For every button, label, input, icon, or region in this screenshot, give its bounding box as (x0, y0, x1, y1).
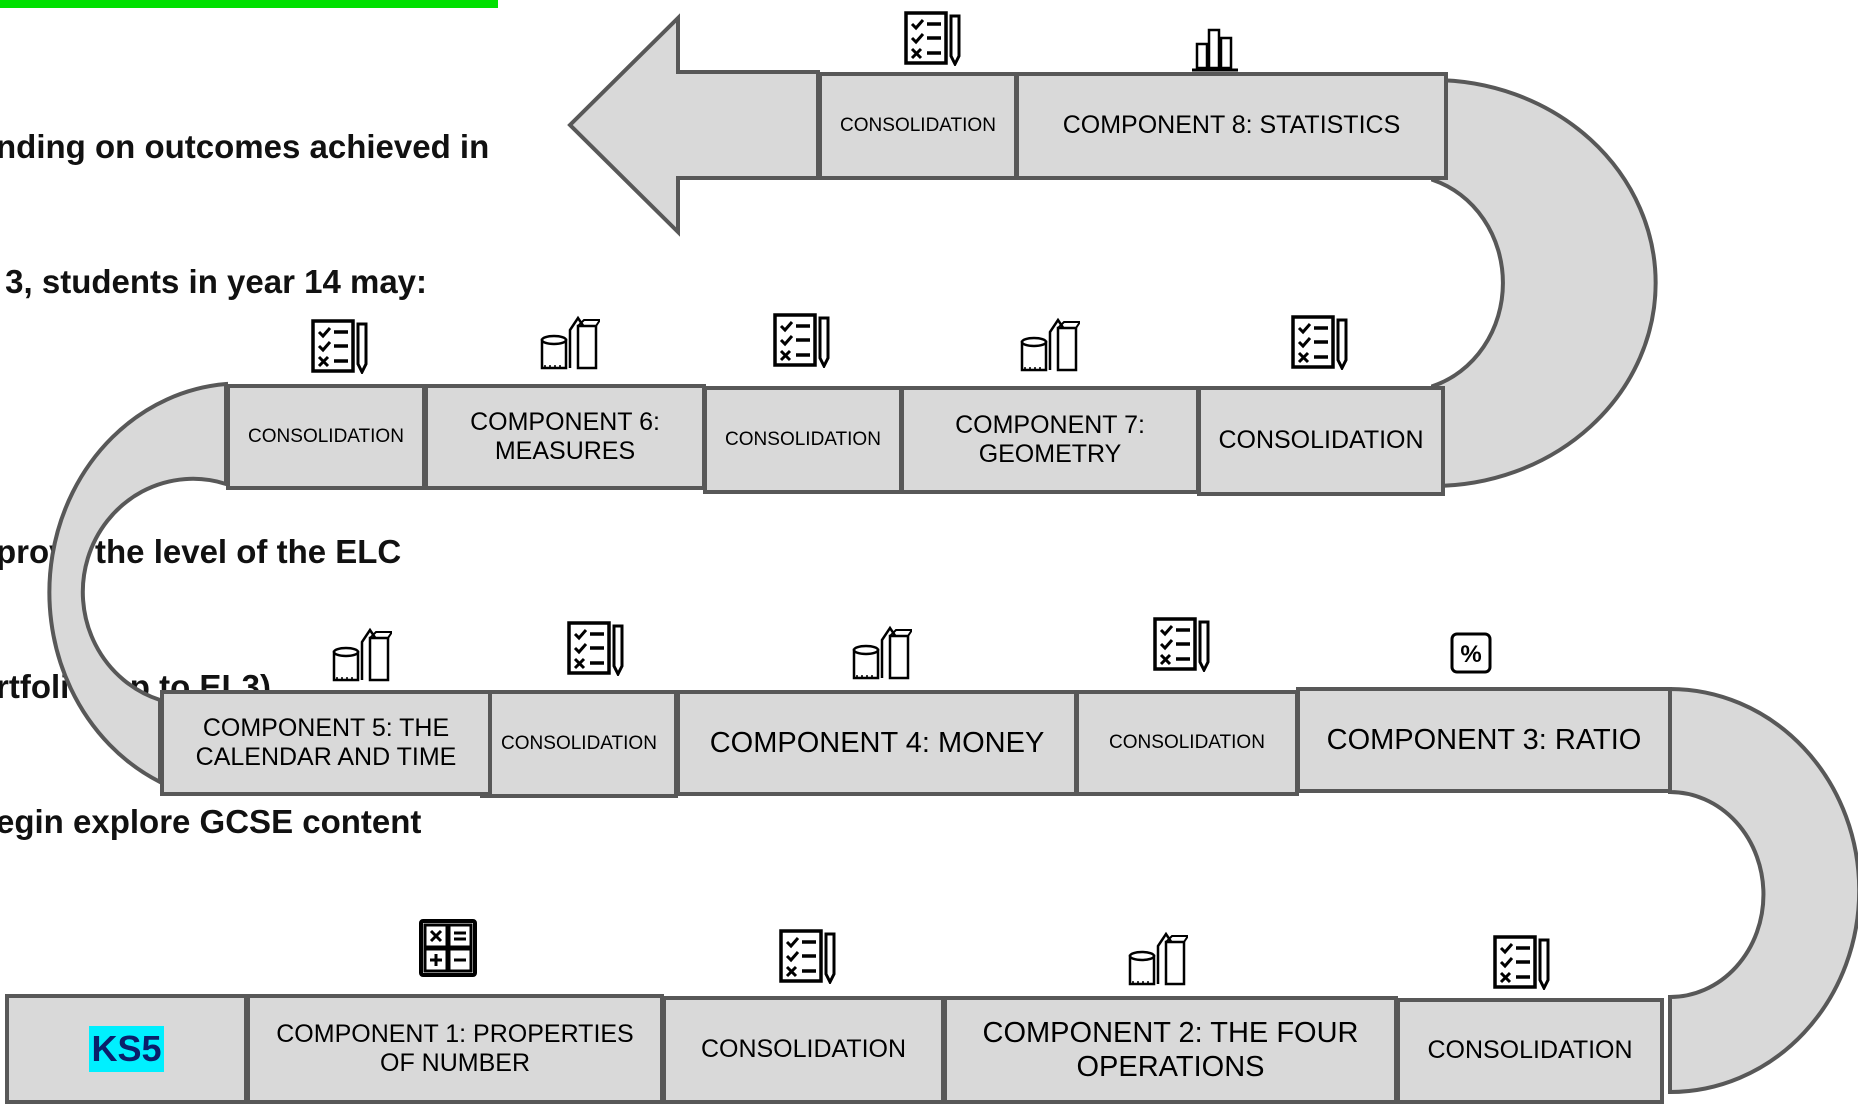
checklist-icon (903, 10, 963, 66)
segment-component-7: COMPONENT 7: GEOMETRY (900, 386, 1200, 494)
checklist-icon (1492, 934, 1552, 990)
component-4-label: COMPONENT 4: MONEY (709, 726, 1045, 759)
checklist-icon (566, 620, 626, 676)
bar-chart-icon (1190, 26, 1240, 72)
3d-shapes-icon (538, 314, 600, 372)
checklist-icon (310, 318, 370, 374)
component-5-label: COMPONENT 5: THE CALENDAR AND TIME (195, 713, 457, 772)
checklist-icon (1152, 616, 1212, 672)
segment-component-3: COMPONENT 3: RATIO (1296, 687, 1672, 793)
segment-component-5: COMPONENT 5: THE CALENDAR AND TIME (160, 690, 492, 796)
3d-shapes-icon (1018, 316, 1080, 374)
component-1-label: COMPONENT 1: PROPERTIES OF NUMBER (276, 1019, 634, 1078)
segment-consolidation: CONSOLIDATION (703, 386, 903, 494)
consolidation-label: CONSOLIDATION (1218, 426, 1424, 455)
checklist-icon (772, 312, 832, 368)
note-line: 3, students in year 14 may: (0, 263, 428, 300)
note-line: prove the level of the ELC (0, 533, 402, 570)
segment-consolidation: CONSOLIDATION (1075, 690, 1299, 796)
note-line: egin explore GCSE content (0, 803, 422, 840)
segment-consolidation: CONSOLIDATION (818, 72, 1018, 180)
consolidation-label: CONSOLIDATION (840, 114, 996, 136)
segment-component-1: COMPONENT 1: PROPERTIES OF NUMBER (246, 994, 664, 1104)
segment-component-2: COMPONENT 2: THE FOUR OPERATIONS (943, 996, 1398, 1104)
consolidation-label: CONSOLIDATION (1427, 1036, 1633, 1065)
segment-consolidation: CONSOLIDATION (480, 690, 678, 798)
3d-shapes-icon (330, 626, 392, 684)
road-curve-left (47, 381, 228, 786)
checklist-icon (1290, 314, 1350, 370)
checklist-icon (778, 928, 838, 984)
calculator-icon (418, 918, 478, 978)
consolidation-label: CONSOLIDATION (248, 425, 404, 447)
segment-consolidation: CONSOLIDATION (226, 384, 426, 490)
3d-shapes-icon (1126, 930, 1188, 988)
component-3-label: COMPONENT 3: RATIO (1326, 723, 1642, 756)
percent-symbol: % (1460, 641, 1481, 668)
consolidation-label: CONSOLIDATION (501, 732, 657, 754)
component-2-label: COMPONENT 2: THE FOUR OPERATIONS (982, 1016, 1359, 1083)
road-curve-top-right (1431, 77, 1658, 489)
segment-component-6: COMPONENT 6: MEASURES (424, 384, 706, 490)
exit-arrow (567, 13, 820, 237)
segment-component-8: COMPONENT 8: STATISTICS (1015, 72, 1448, 180)
3d-shapes-icon (850, 624, 912, 682)
green-banner (0, 0, 498, 8)
segment-consolidation: CONSOLIDATION (1396, 998, 1664, 1104)
consolidation-label: CONSOLIDATION (725, 428, 881, 450)
ks5-label: KS5 (89, 1025, 164, 1073)
consolidation-label: CONSOLIDATION (1109, 731, 1265, 753)
segment-consolidation: CONSOLIDATION (1197, 386, 1445, 496)
component-8-label: COMPONENT 8: STATISTICS (1062, 111, 1401, 140)
percent-icon: % (1450, 632, 1492, 674)
consolidation-label: CONSOLIDATION (700, 1035, 907, 1064)
segment-ks5: KS5 (5, 994, 248, 1104)
component-6-label: COMPONENT 6: MEASURES (470, 407, 660, 466)
note-line: nding on outcomes achieved in (0, 128, 490, 165)
segment-consolidation: CONSOLIDATION (662, 996, 945, 1104)
segment-component-4: COMPONENT 4: MONEY (676, 690, 1078, 796)
road-curve-bottom-right (1668, 686, 1858, 1095)
component-7-label: COMPONENT 7: GEOMETRY (955, 410, 1145, 469)
